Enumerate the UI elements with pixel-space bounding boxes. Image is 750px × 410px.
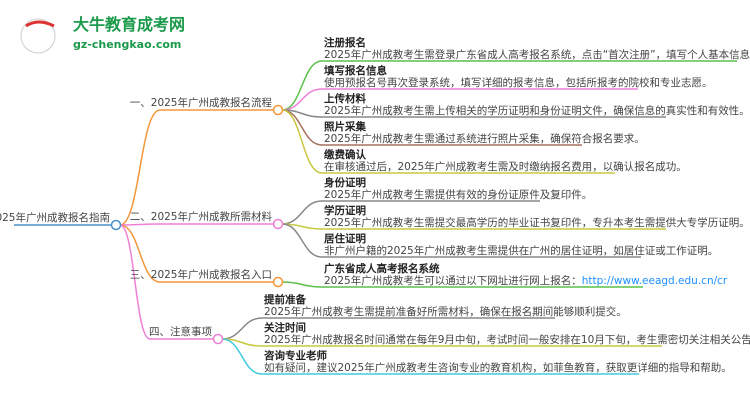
leaf-desc: 使用预报名号再次登录系统，填写详细的报考信息，包括所报考的院校和专业志愿。 <box>324 77 713 89</box>
leaf-title: 填写报名信息 <box>324 65 387 77</box>
leaf-title: 照片采集 <box>324 121 366 133</box>
leaf-connector <box>281 60 737 111</box>
branch-connector <box>119 223 274 226</box>
leaf-connector <box>281 109 615 174</box>
leaf-connector <box>281 223 666 230</box>
leaf-title: 广东省成人高考报名系统 <box>324 263 440 275</box>
leaf-desc: 2025年广州成教报名时间通常在每年9月中旬，考试时间一般安排在10月下旬，考生… <box>264 334 750 346</box>
leaf-desc: 非广州户籍的2025年广州成教考生需提供在广州的居住证明，如居住证或工作证明。 <box>324 245 719 257</box>
leaf-connector <box>281 109 582 146</box>
branch-connector <box>119 224 214 340</box>
leaf-title: 关注时间 <box>264 322 306 334</box>
branch-connector <box>119 224 274 283</box>
leaf-connector <box>281 223 641 258</box>
leaf-title: 居住证明 <box>324 233 366 245</box>
leaf-connector <box>221 317 555 340</box>
branch-label[interactable]: 一、2025年广州成教报名流程 <box>129 97 272 109</box>
branch-connector <box>119 109 274 226</box>
registration-link[interactable]: http://www.eeagd.edu.cn/cr <box>581 275 728 287</box>
logo: 大牛教育成考网 gz-chengkao.com <box>18 14 185 58</box>
leaf-desc: 在审核通过后，2025年广州成教考生需及时缴纳报名费用，以确认报名成功。 <box>324 161 687 173</box>
leaf-title: 上传材料 <box>324 93 366 105</box>
leaf-desc: 2025年广州成教考生需提供有效的身份证原件及复印件。 <box>324 189 593 201</box>
branch-label[interactable]: 二、2025年广州成教所需材料 <box>129 211 272 223</box>
logo-url: gz-chengkao.com <box>73 38 182 51</box>
leaf-title: 缴费确认 <box>324 149 366 161</box>
leaf-desc: 如有疑问，建议2025年广州成教考生咨询专业的教育机构，如菲鱼教育，获取更详细的… <box>264 362 732 374</box>
leaf-connector <box>281 88 638 111</box>
leaf-desc: 2025年广州成教考生需通过系统进行照片采集，确保符合报名要求。 <box>324 133 645 145</box>
root-label: 2025年广州成教报名指南 <box>0 212 110 224</box>
root-node-icon[interactable] <box>110 219 122 231</box>
leaf-desc: 2025年广州成教考生需提交最高学历的毕业证书复印件，专升本考生需提供大专学历证… <box>324 217 750 229</box>
leaf-desc: 2025年广州成教考生需提前准备好所需材料，确保在报名期间能够顺利提交。 <box>264 306 627 318</box>
leaf-title: 学历证明 <box>324 205 366 217</box>
leaf-desc: 2025年广州成教考生需上传相关的学历证明和身份证明文件，确保信息的真实性和有效… <box>324 105 750 117</box>
leaf-title: 身份证明 <box>324 177 366 189</box>
leaf-title: 注册报名 <box>324 37 366 49</box>
branch-node-icon[interactable] <box>272 276 284 288</box>
leaf-title: 咨询专业老师 <box>264 350 327 362</box>
leaf-desc: 2025年广州成教考生可以通过以下网址进行网上报名：http://www.eea… <box>324 275 727 287</box>
logo-title: 大牛教育成考网 <box>73 15 186 34</box>
leaf-connector <box>281 200 540 225</box>
branch-node-icon[interactable] <box>272 218 284 230</box>
leaf-connector <box>221 338 639 375</box>
branch-label[interactable]: 三、2025年广州成教报名入口 <box>129 269 272 281</box>
logo-mark-icon <box>20 18 56 54</box>
leaf-desc: 2025年广州成教考生需登录广东省成人高考报名系统，点击“首次注册”，填写个人基… <box>324 49 750 61</box>
branch-node-icon[interactable] <box>272 104 284 116</box>
leaf-title: 提前准备 <box>264 294 306 306</box>
leaf-desc-text: 2025年广州成教考生可以通过以下网址进行网上报名： <box>324 275 582 287</box>
branch-label[interactable]: 四、注意事项 <box>149 326 212 338</box>
branch-node-icon[interactable] <box>212 333 224 345</box>
leaf-connector <box>281 281 643 288</box>
